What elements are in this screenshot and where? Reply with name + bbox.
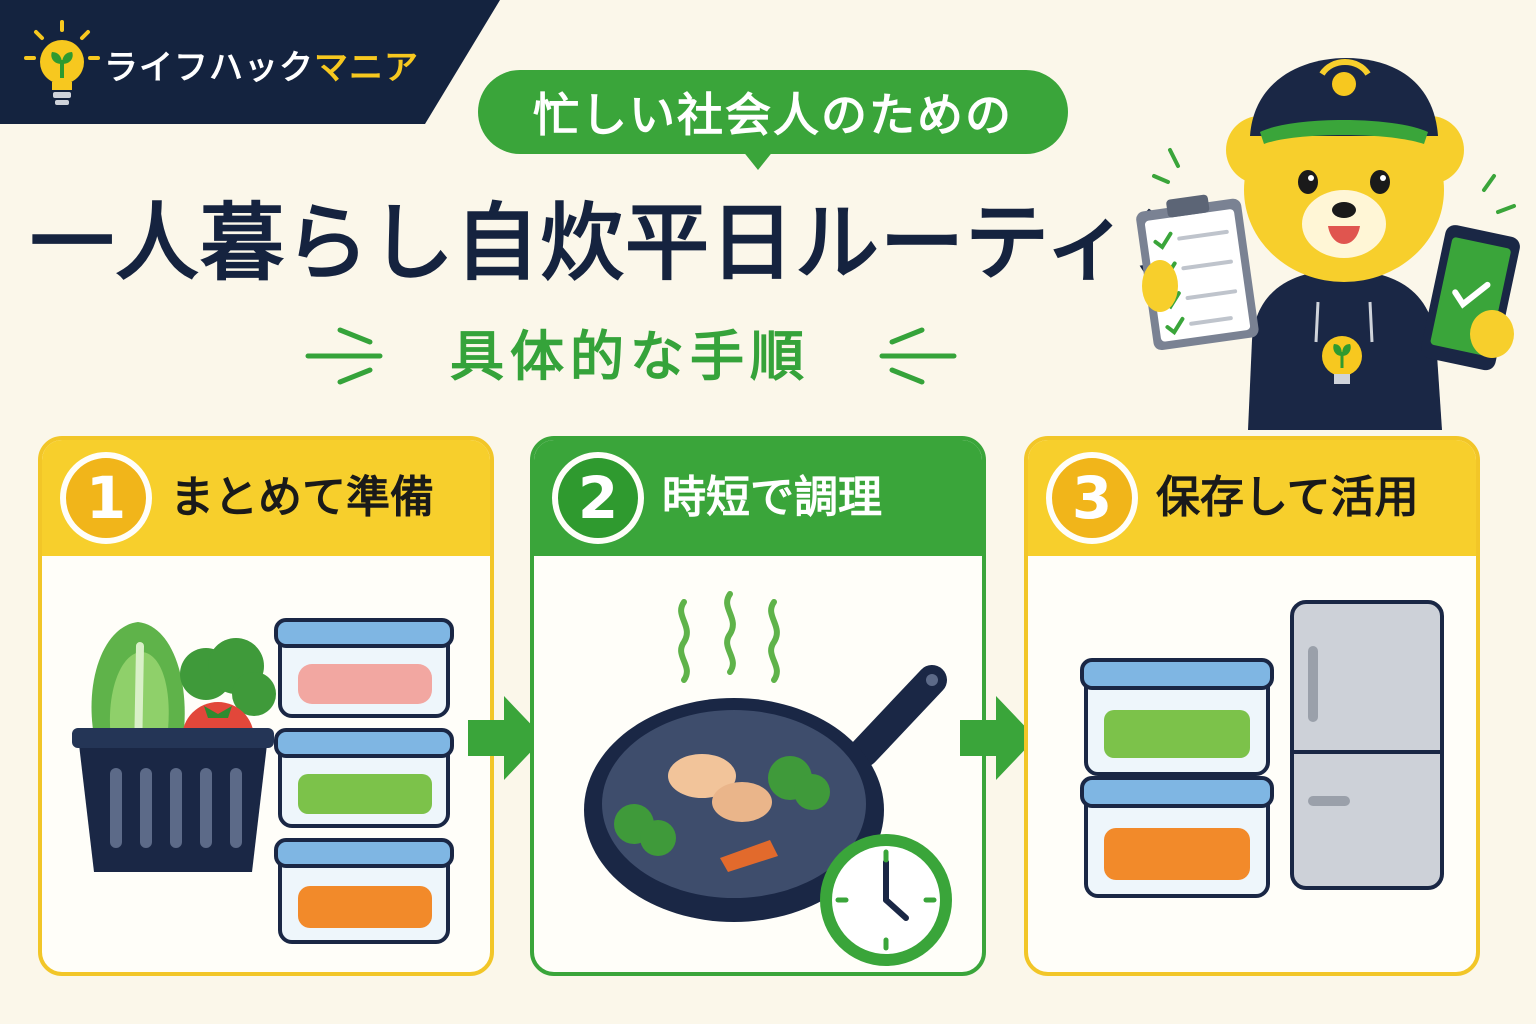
bear-mascot: [1136, 58, 1520, 430]
step-card-3: 3 保存して活用: [1024, 436, 1480, 976]
accent-lines-left-icon: [305, 327, 383, 385]
subtitle: 具体的な手順: [450, 325, 810, 388]
step-label: 時短で調理: [662, 472, 882, 523]
page-title: 一人暮らし自炊平日ルーティン: [30, 194, 1215, 292]
step-card-1: 1 まとめて準備: [38, 436, 494, 976]
step-label: 保存して活用: [1156, 472, 1419, 523]
step-number: 1: [60, 452, 152, 544]
step-label: まとめて準備: [170, 472, 434, 523]
bubble-tail: [742, 150, 774, 170]
step-number: 2: [552, 452, 644, 544]
prep-ingredients-illustration: [72, 618, 454, 944]
step-number: 3: [1046, 452, 1138, 544]
lightbulb-sprout-icon: [24, 20, 100, 105]
accent-lines-right-icon: [879, 327, 957, 385]
headline-bubble: 忙しい社会人のための: [478, 70, 1068, 154]
step-card-2: 2 時短で調理: [530, 436, 986, 976]
cooking-pan-illustration: [584, 591, 952, 966]
arrow-right-icon: [960, 696, 1036, 780]
clock-icon: [883, 859, 909, 921]
storage-fridge-illustration: [1080, 600, 1444, 898]
brand-name-part1: ライフハック: [104, 48, 314, 88]
brand-name: ライフハックマニア: [104, 40, 419, 89]
brand-name-part2: マニア: [314, 48, 419, 88]
arrow-right-icon: [468, 696, 544, 780]
